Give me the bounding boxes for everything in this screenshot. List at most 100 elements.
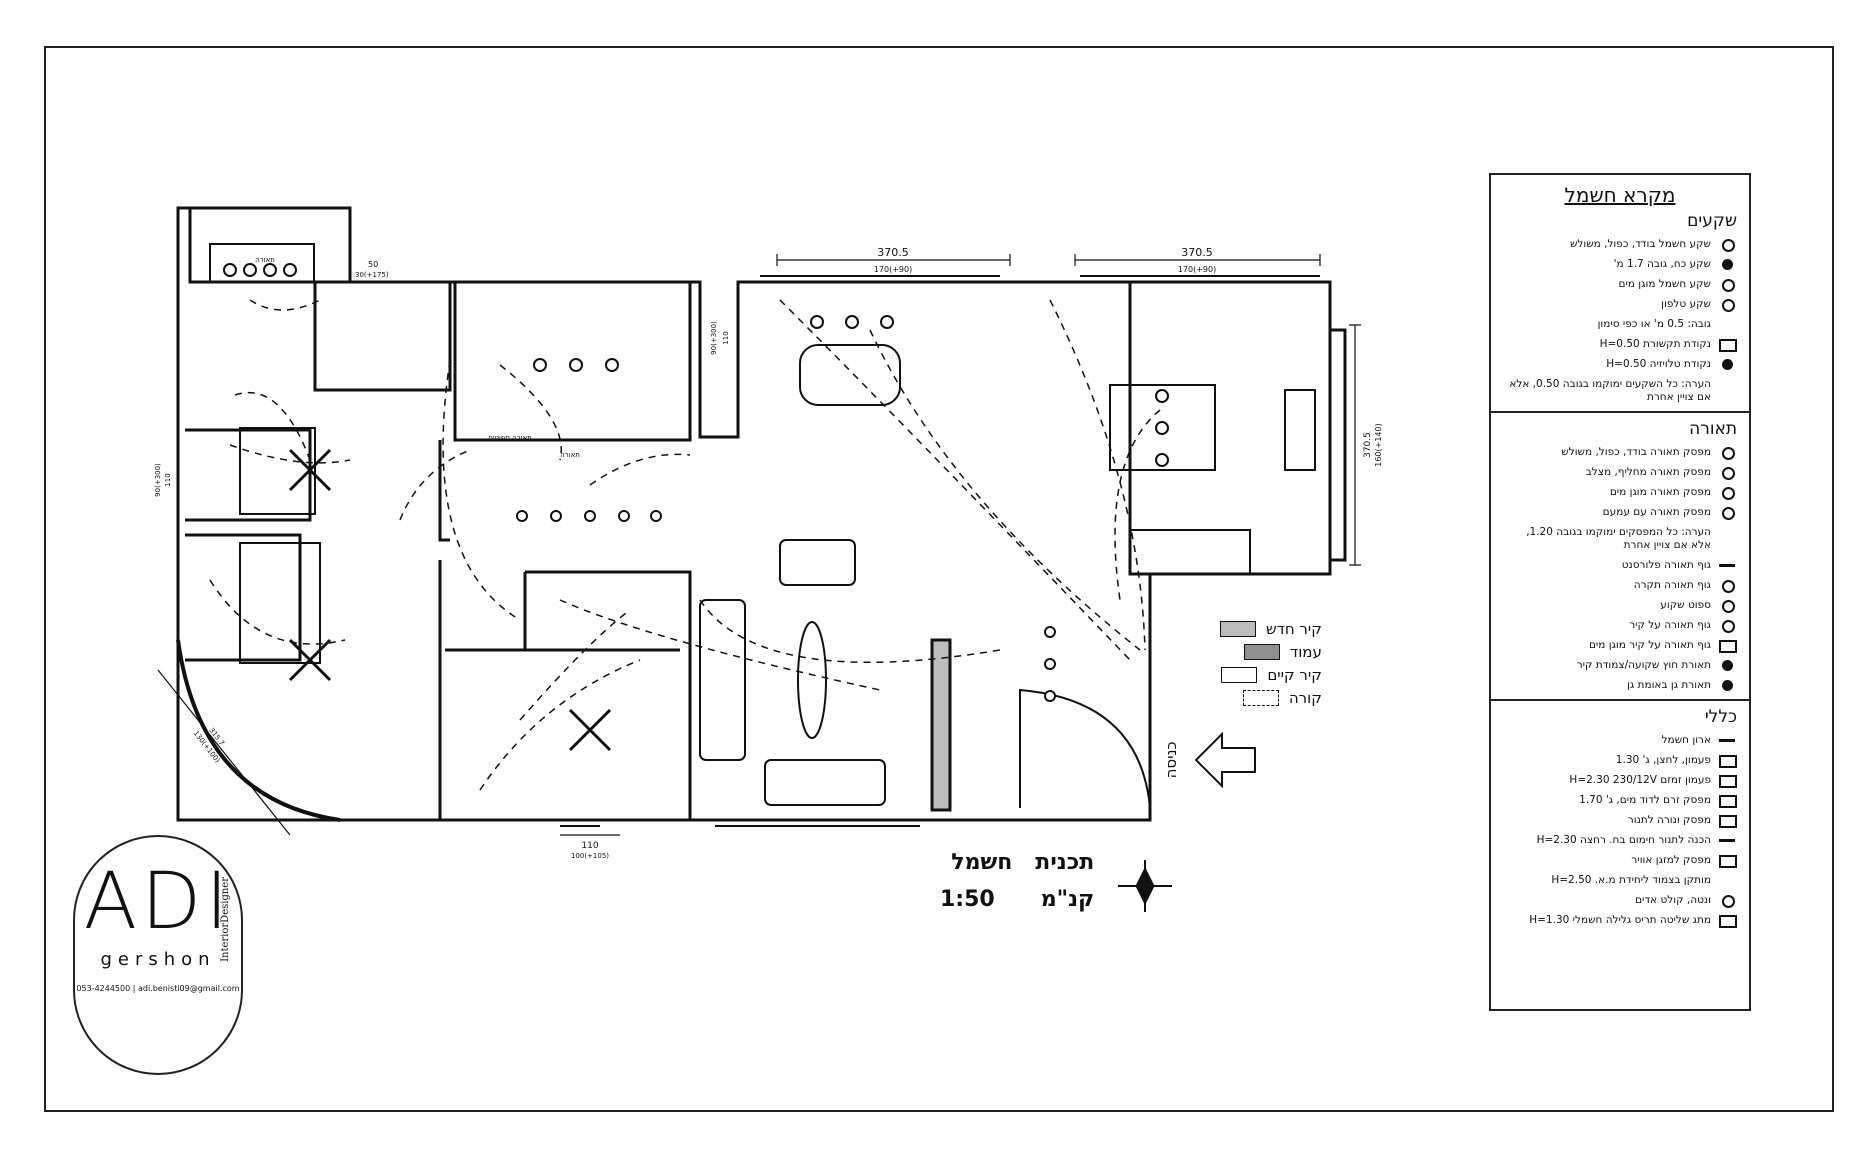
legend-item: שקע כח, גובה 1.7 מ' [1503,258,1737,271]
recessed-spot-icon [1717,599,1737,613]
legend-item-text: מתג שליטה תריס גלילה חשמלי H=1.30 [1529,914,1711,926]
beam-swatch [1242,690,1279,706]
heater-icon [1717,834,1737,847]
legend-item: מפסק תאורה עם עמעם [1503,506,1737,520]
legend-item: פעמון זמזם H=2.30 230/12V [1503,774,1737,788]
legend-item-text: הערה: כל המפסקים ימוקמו בגובה 1.20, אלא … [1526,526,1711,551]
legend-item: מפסק תאורה בודד, כפול, משולש [1503,446,1737,460]
wall-legend: קיר חדש עמוד קיר קיים קורה [1220,620,1322,712]
garden-light-icon [1717,679,1737,692]
legend-item: גוף תאורה תקרה [1503,579,1737,593]
dim-top-right-sub: 170(+90) [1178,265,1216,274]
entrance-label: כניסה [1162,742,1180,779]
wall-legend-new-label: קיר חדש [1266,620,1322,638]
dim-right-sub: 160(+140) [1374,423,1383,466]
legend-item: מתג שליטה תריס גלילה חשמלי H=1.30 [1503,914,1737,928]
legend-item: שקע טלפון [1503,298,1737,312]
existing-wall-swatch [1221,667,1258,683]
buzzer-icon [1717,774,1737,788]
power-socket-icon [1717,258,1737,271]
dim-top-left: 370.5 [877,246,909,259]
wall-legend-existing-label: קיר קיים [1267,666,1322,684]
wall-legend-new: קיר חדש [1220,620,1322,638]
legend-item: מפסק ונורה לתנור [1503,814,1737,828]
legend-item-text: ספוט שקוע [1660,599,1711,611]
logo-name: gershon [100,949,216,970]
note-icon [1717,533,1737,546]
legend-item-text: נקודת טלויזיה H=0.50 [1606,358,1711,370]
legend-item-text: שקע טלפון [1661,298,1711,310]
dim-left-window: 90(+300) [154,463,162,497]
vent-icon [1717,894,1737,908]
wall-legend-beam-label: קורה [1288,689,1322,707]
legend-item: מפסק למזגן אוויר [1503,854,1737,868]
dim-left-window-sub: 110 [164,473,172,486]
logo-phone: 053-4244500 [76,984,131,993]
legend-item: מפסק זרם לדוד מים, ג' 1.70 [1503,794,1737,808]
dim-bottom-sub: 100(+105) [571,852,609,860]
legend-item-text: שקע חשמל מוגן מים [1618,278,1711,290]
legend-item-text: הערה: כל השקעים ימוקמו בגובה 0.50, אלא א… [1509,378,1711,403]
legend-heading-general: כללי [1704,707,1737,727]
fluorescent-light-icon [1717,559,1737,572]
legend-item: מפסק תאורה מוגן מים [1503,486,1737,500]
legend-item: גוף תאורה על קיר מוגן מים [1503,639,1737,653]
switch-icon [1717,446,1737,460]
legend-item-text: פעמון, לחצן, ג' 1.30 [1615,754,1711,766]
legend-item: מפסק תאורה מחליף, מצלב [1503,466,1737,480]
legend-item: מותקן בצמוד ליחידת מ.א. H=2.50 [1503,874,1737,887]
dim-bottom: 110 [581,841,598,851]
legend-item-text: מפסק זרם לדוד מים, ג' 1.70 [1579,794,1711,806]
legend-item-text: פעמון זמזם H=2.30 230/12V [1569,774,1711,786]
logo-letters: ADI [83,857,233,947]
shutter-switch-icon [1717,914,1737,928]
dimmer-switch-icon [1717,506,1737,520]
legend-title: מקרא חשמל [1564,183,1676,207]
electrical-legend: מקרא חשמל שקעים שקע חשמל בודד, כפול, משו… [1489,173,1751,1011]
legend-item-text: מפסק ונורה לתנור [1627,814,1711,826]
column-swatch [1244,644,1280,660]
legend-item-text: נקודת תקשורת H=0.50 [1599,338,1711,350]
boiler-switch-icon [1717,794,1737,808]
label-lighting-2: תאורה [560,451,580,459]
legend-item-text: ארון חשמל [1661,734,1711,746]
legend-item: הערה: כל המפסקים ימוקמו בגובה 1.20, אלא … [1503,526,1737,552]
scale-label: קנ"מ [1040,887,1095,912]
legend-item-text: גובה: 0.5 מ' או כפי סימון [1597,318,1711,330]
legend-heading-sockets: שקעים [1687,211,1737,231]
label-lighting: תאורה [255,256,275,264]
ac-switch-icon [1717,854,1737,868]
legend-item-text: שקע חשמל בודד, כפול, משולש [1569,238,1711,250]
dim-right: 370.5 [1363,432,1373,458]
legend-item-text: הכנה לתנור חימום בח. רחצה H=2.30 [1536,834,1711,846]
dim-small-top-sub: 30(+175) [355,271,389,279]
curved-wall [176,639,341,822]
title-block: תכנית חשמל קנ"מ 1:50 [940,850,1094,912]
wall-legend-beam: קורה [1220,689,1322,707]
legend-item-text: מפסק תאורה בודד, כפול, משולש [1561,446,1711,458]
scale-value: 1:50 [940,887,995,912]
note-icon [1717,385,1737,398]
dim-top-left-sub: 170(+90) [874,265,912,274]
legend-item: ונטה, קולט אדים [1503,894,1737,908]
plan-type: חשמל [951,850,1013,875]
legend-item-text: שקע כח, גובה 1.7 מ' [1613,258,1711,270]
blank-icon [1717,874,1737,887]
legend-item-text: גוף תאורה פלורסנט [1621,559,1711,571]
dim-top-right: 370.5 [1181,246,1213,259]
legend-item: גובה: 0.5 מ' או כפי סימון [1503,318,1737,331]
socket-icon [1717,238,1737,252]
legend-item: שקע חשמל בודד, כפול, משולש [1503,238,1737,252]
waterproof-socket-icon [1717,278,1737,292]
legend-item: ארון חשמל [1503,734,1737,747]
tv-point-icon [1717,358,1737,371]
legend-item: תאורת גן באומת גן [1503,679,1737,692]
wall-light-icon [1717,619,1737,633]
logo-email: adi.benisti09@gmail.com [137,984,240,993]
blank-icon [1717,318,1737,331]
legend-item: ספוט שקוע [1503,599,1737,613]
ceiling-light-icon [1717,579,1737,593]
legend-item-text: תאורת חוץ שקועה/צמודת קיר [1576,659,1711,671]
legend-item: נקודת טלויזיה H=0.50 [1503,358,1737,371]
